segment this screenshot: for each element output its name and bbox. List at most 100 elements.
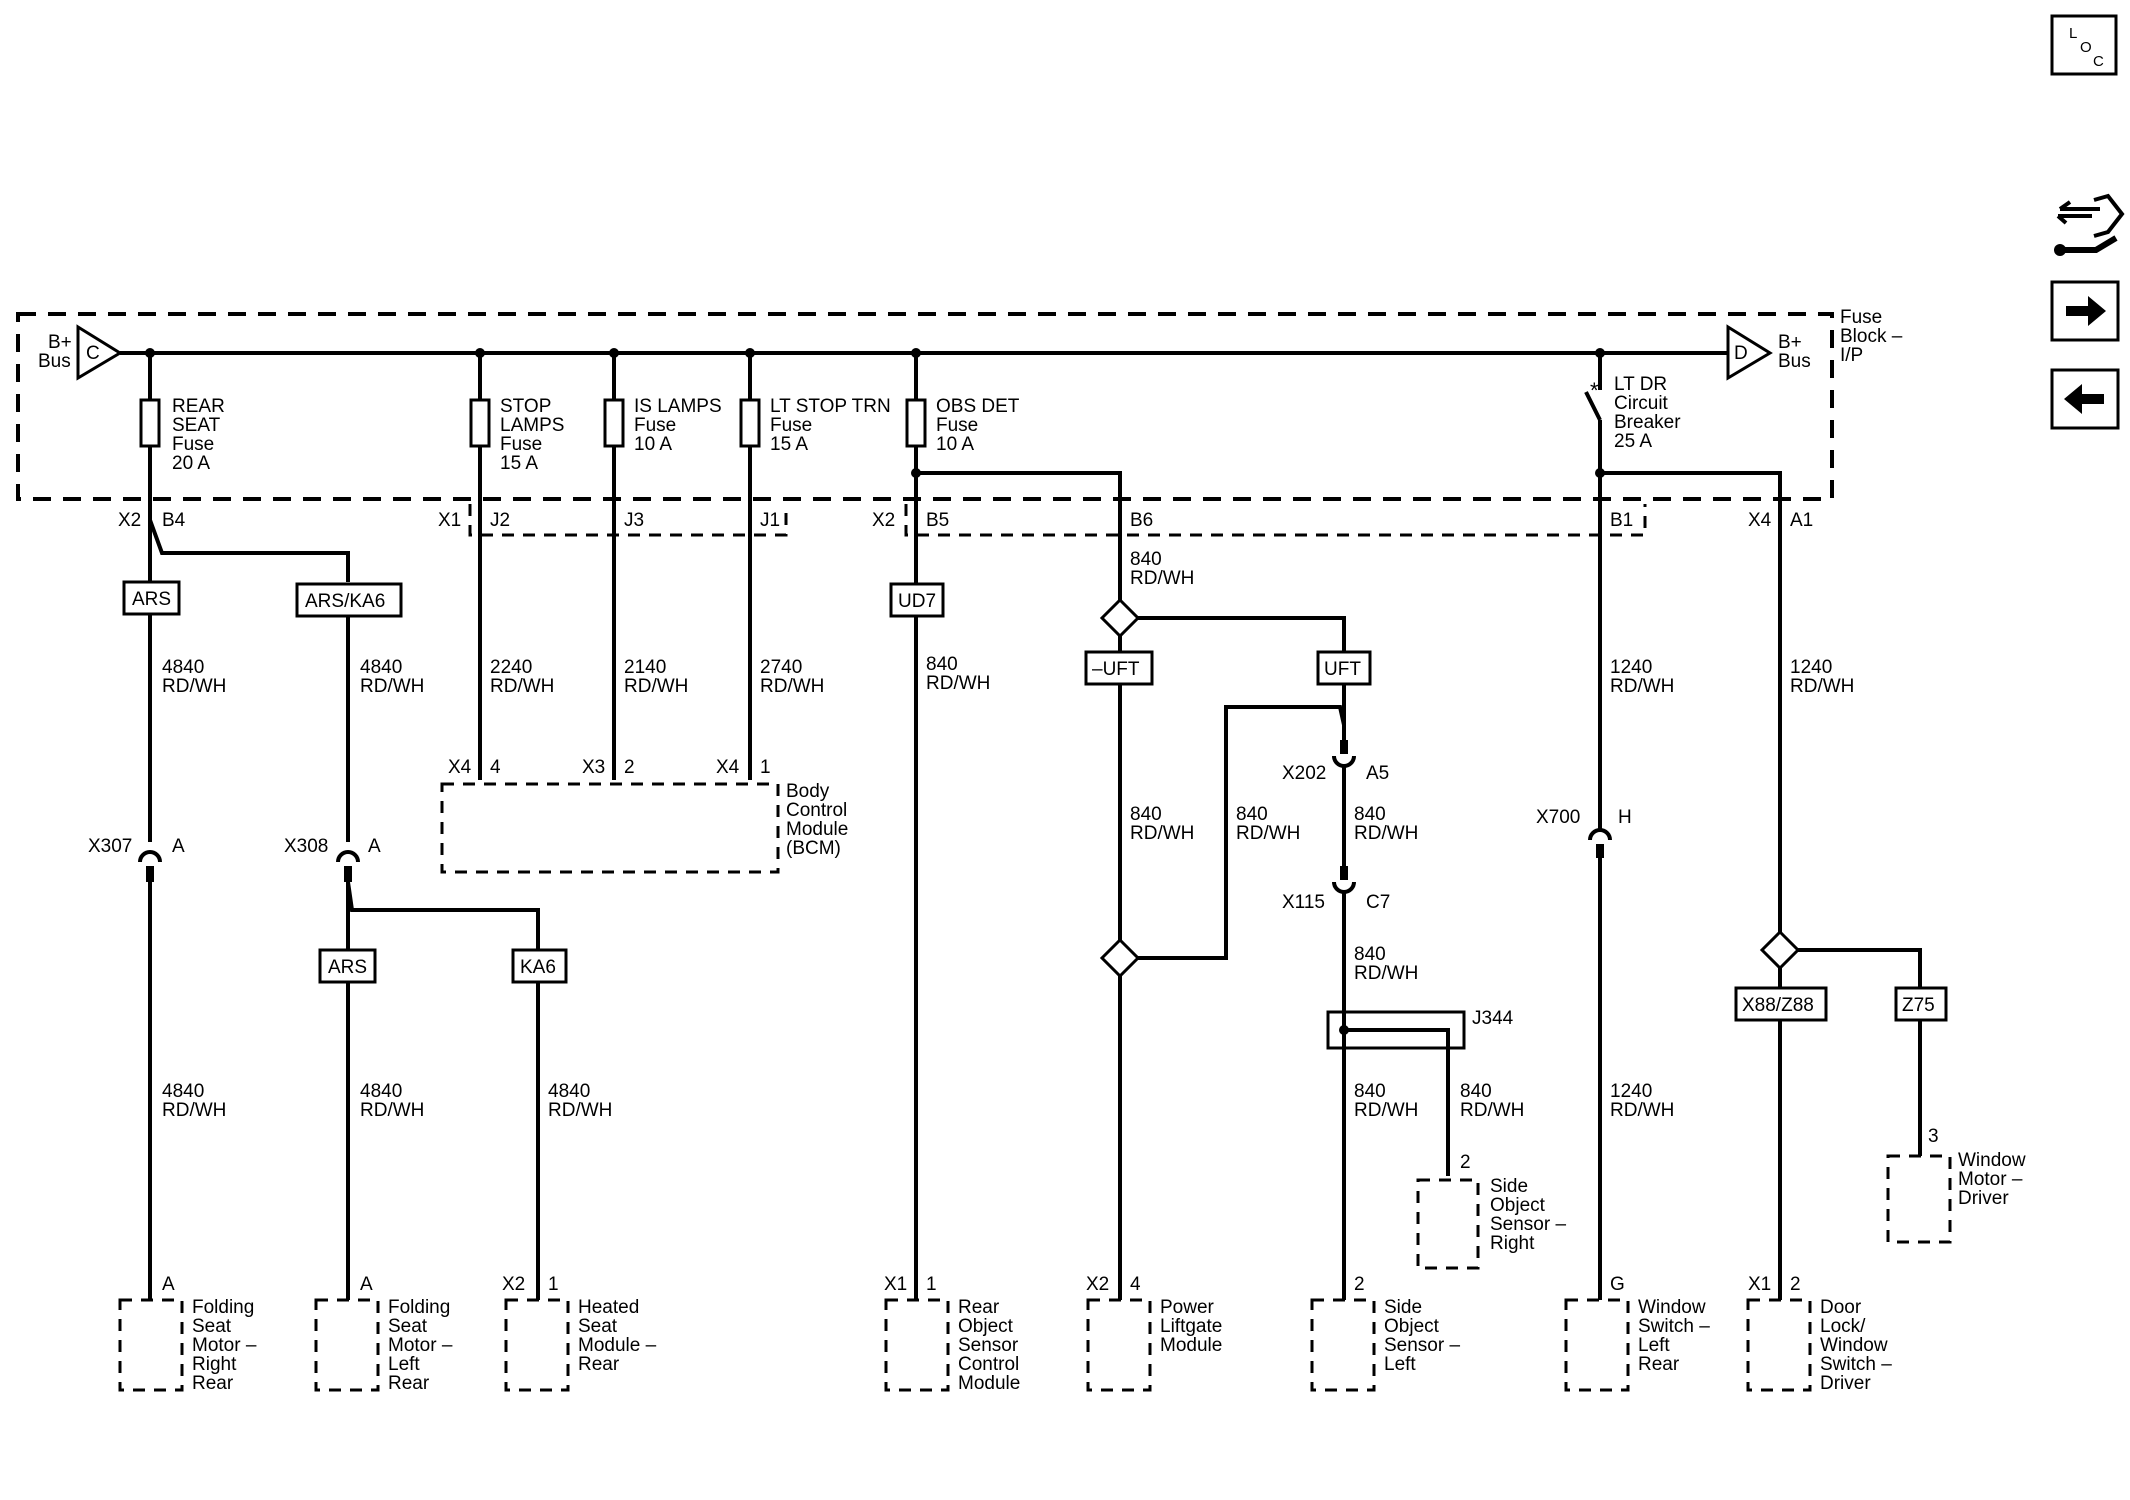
svg-text:1: 1 xyxy=(548,1274,559,1295)
svg-text:Liftgate: Liftgate xyxy=(1160,1316,1222,1337)
wire-label-1240-a: 1240 RD/WH xyxy=(1610,657,1674,697)
svg-text:RD/WH: RD/WH xyxy=(162,676,226,697)
svg-text:Fuse: Fuse xyxy=(936,415,978,436)
component-dl-ws-driver: Door Lock/ Window Switch – Driver xyxy=(1820,1297,1892,1394)
svg-text:A: A xyxy=(162,1274,175,1295)
service-tools-icon[interactable] xyxy=(2054,193,2125,256)
svg-text:840: 840 xyxy=(1354,804,1386,825)
svg-text:Z75: Z75 xyxy=(1902,995,1935,1016)
wire-label-1240-b: 1240 RD/WH xyxy=(1610,1081,1674,1121)
svg-text:2140: 2140 xyxy=(624,657,666,678)
component-ws-left-rear: Window Switch – Left Rear xyxy=(1638,1297,1710,1375)
wire-label-840-g: 840 RD/WH xyxy=(1354,1081,1418,1121)
svg-text:B+: B+ xyxy=(1778,332,1802,353)
svg-text:Fuse: Fuse xyxy=(1840,307,1882,328)
svg-text:Switch –: Switch – xyxy=(1820,1354,1892,1375)
loc-letter-o: O xyxy=(2080,39,2092,56)
component-wm-driver: Window Motor – Driver xyxy=(1958,1150,2026,1209)
svg-text:Block –: Block – xyxy=(1840,326,1903,347)
wire-label-2140: 2140 RD/WH xyxy=(624,657,688,697)
svg-text:RD/WH: RD/WH xyxy=(360,1100,424,1121)
svg-text:10 A: 10 A xyxy=(634,434,672,455)
arrow-right-button[interactable] xyxy=(2050,280,2120,342)
svg-text:A: A xyxy=(360,1274,373,1295)
svg-text:X202: X202 xyxy=(1282,763,1326,784)
svg-text:STOP: STOP xyxy=(500,396,551,417)
wire-label-4840-d: 4840 RD/WH xyxy=(360,1081,424,1121)
svg-text:X2: X2 xyxy=(502,1274,525,1295)
sor-right-outline xyxy=(1416,1178,1480,1270)
ws-left-rear-outline xyxy=(1564,1298,1630,1392)
svg-text:A1: A1 xyxy=(1790,510,1813,531)
component-sos-right: Side Object Sensor – Right xyxy=(1490,1176,1566,1254)
hsm-rear-outline xyxy=(504,1298,570,1392)
component-hsm-rear: Heated Seat Module – Rear xyxy=(578,1297,657,1375)
wire-label-1240-c: 1240 RD/WH xyxy=(1790,657,1854,697)
svg-text:Driver: Driver xyxy=(1820,1373,1871,1394)
svg-text:Sensor: Sensor xyxy=(958,1335,1019,1356)
svg-text:J3: J3 xyxy=(624,510,644,531)
arrow-left-button[interactable] xyxy=(2050,368,2120,430)
svg-text:LT DR: LT DR xyxy=(1614,374,1667,395)
wmd-pin: 3 xyxy=(1928,1126,1939,1147)
svg-text:Switch –: Switch – xyxy=(1638,1316,1710,1337)
option-not-uft: –UFT xyxy=(1084,650,1154,686)
svg-text:LT STOP TRN: LT STOP TRN xyxy=(770,396,891,417)
svg-text:15 A: 15 A xyxy=(770,434,808,455)
loc-button[interactable]: L O C xyxy=(2050,14,2118,76)
svg-text:RD/WH: RD/WH xyxy=(624,676,688,697)
svg-text:B4: B4 xyxy=(162,510,186,531)
svg-text:C: C xyxy=(86,343,100,364)
svg-text:Side: Side xyxy=(1490,1176,1528,1197)
svg-text:4: 4 xyxy=(1130,1274,1141,1295)
wire-label-2240: 2240 RD/WH xyxy=(490,657,554,697)
svg-text:RD/WH: RD/WH xyxy=(926,673,990,694)
wire-label-840-d: 840 RD/WH xyxy=(1236,804,1300,844)
svg-text:X4: X4 xyxy=(716,757,740,778)
svg-text:Circuit: Circuit xyxy=(1614,393,1669,414)
svg-text:X308: X308 xyxy=(284,836,328,857)
svg-text:X88/Z88: X88/Z88 xyxy=(1742,995,1814,1016)
svg-text:RD/WH: RD/WH xyxy=(1130,568,1194,589)
svg-text:X2: X2 xyxy=(1086,1274,1109,1295)
svg-text:10 A: 10 A xyxy=(936,434,974,455)
wire-label-840-f: 840 RD/WH xyxy=(1354,944,1418,984)
svg-text:*: * xyxy=(1590,378,1599,403)
svg-text:RD/WH: RD/WH xyxy=(1790,676,1854,697)
svg-text:4840: 4840 xyxy=(162,657,204,678)
svg-text:Rear: Rear xyxy=(192,1373,234,1394)
option-x88-z88: X88/Z88 xyxy=(1734,986,1828,1022)
sos-left-outline xyxy=(1310,1298,1376,1392)
svg-text:X1: X1 xyxy=(1748,1274,1771,1295)
svg-text:Fuse: Fuse xyxy=(770,415,812,436)
svg-text:Rear: Rear xyxy=(578,1354,620,1375)
svg-text:2: 2 xyxy=(624,757,635,778)
wm-driver-outline xyxy=(1886,1154,1952,1244)
fuse-rear-seat: REAR SEAT Fuse 20 A xyxy=(139,396,225,474)
wire-label-840-e: 840 RD/WH xyxy=(1354,804,1418,844)
wire-label-4840-b: 4840 RD/WH xyxy=(360,657,424,697)
svg-text:D: D xyxy=(1734,343,1748,364)
option-uft: UFT xyxy=(1316,650,1372,686)
component-ros-module: Rear Object Sensor Control Module xyxy=(958,1297,1020,1394)
svg-text:X4: X4 xyxy=(448,757,472,778)
wire-label-840-c: 840 RD/WH xyxy=(1130,804,1194,844)
svg-text:X1: X1 xyxy=(884,1274,907,1295)
svg-text:840: 840 xyxy=(1130,804,1162,825)
svg-text:C7: C7 xyxy=(1366,892,1390,913)
svg-text:RD/WH: RD/WH xyxy=(490,676,554,697)
wire-label-2740: 2740 RD/WH xyxy=(760,657,824,697)
svg-text:Window: Window xyxy=(1820,1335,1888,1356)
plm-outline xyxy=(1086,1298,1152,1392)
loc-letter-l: L xyxy=(2069,25,2077,42)
svg-text:1240: 1240 xyxy=(1610,657,1652,678)
svg-text:RD/WH: RD/WH xyxy=(1236,823,1300,844)
svg-text:1240: 1240 xyxy=(1610,1081,1652,1102)
svg-text:Left: Left xyxy=(1638,1335,1670,1356)
bus-connector-d: D B+ Bus xyxy=(1726,324,1811,381)
connector-x115: X115 C7 xyxy=(1282,866,1390,913)
svg-text:B1: B1 xyxy=(1610,510,1633,531)
svg-text:Fuse: Fuse xyxy=(500,434,542,455)
connector-x307: X307 A xyxy=(88,836,185,882)
fsm-right-outline xyxy=(118,1298,184,1392)
